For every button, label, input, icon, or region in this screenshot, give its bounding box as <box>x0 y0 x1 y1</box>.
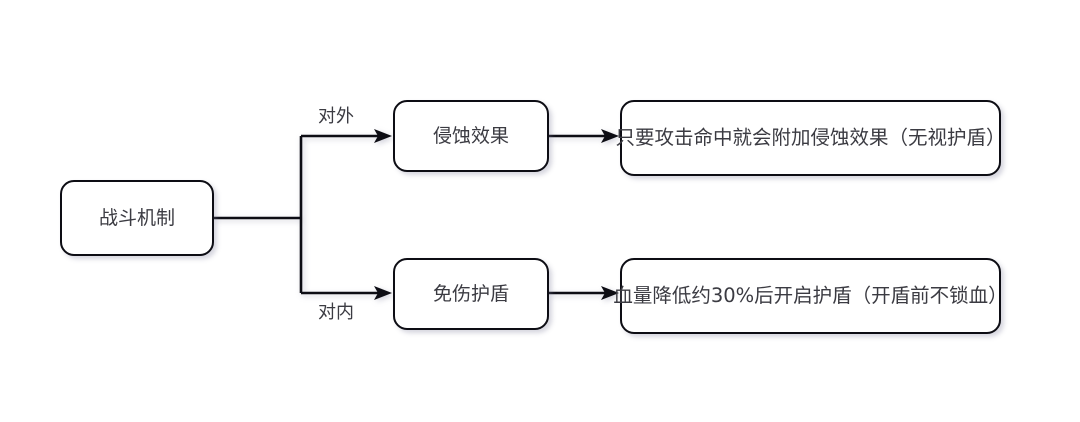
node-detail-outer-label: 只要攻击命中就会附加侵蚀效果（无视护盾） <box>615 126 1006 150</box>
node-detail-inner-label: 血量降低约30%后开启护盾（开盾前不锁血） <box>613 284 1008 308</box>
arrowhead-to-branch-outer <box>374 129 392 143</box>
edge-label-outer: 对外 <box>318 106 354 127</box>
arrowhead-to-branch-inner <box>374 286 392 300</box>
node-branch-outer[interactable]: 侵蚀效果 <box>393 100 549 172</box>
node-branch-inner-label: 免伤护盾 <box>432 282 509 305</box>
node-root[interactable]: 战斗机制 <box>60 180 214 256</box>
node-detail-outer[interactable]: 只要攻击命中就会附加侵蚀效果（无视护盾） <box>616 100 1006 176</box>
node-branch-inner[interactable]: 免伤护盾 <box>393 258 549 330</box>
node-root-label: 战斗机制 <box>98 206 175 229</box>
node-branch-outer-label: 侵蚀效果 <box>432 124 509 147</box>
node-detail-inner[interactable]: 血量降低约30%后开启护盾（开盾前不锁血） <box>613 258 1008 334</box>
edge-label-inner: 对内 <box>318 302 354 323</box>
